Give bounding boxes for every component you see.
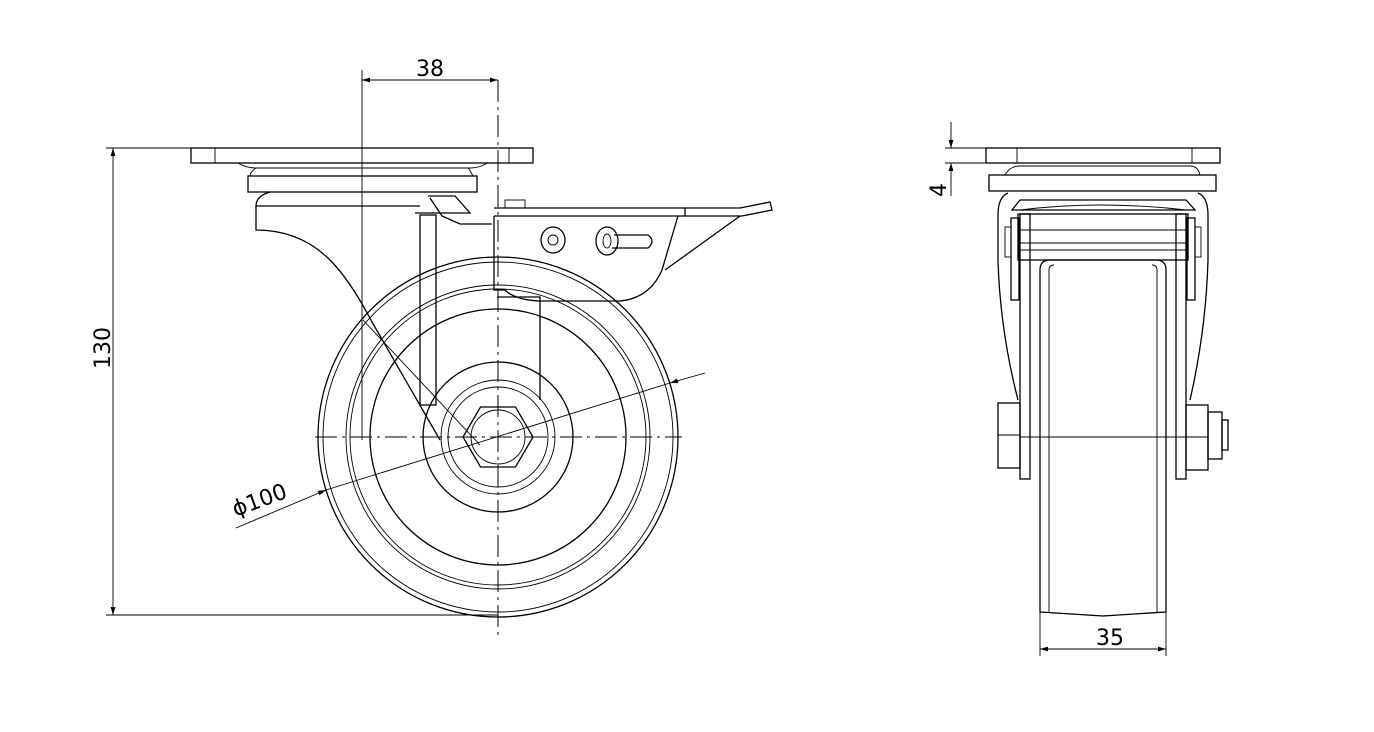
- axle-front: [997, 402, 1229, 471]
- dimension-130: 130: [91, 147, 498, 616]
- top-plate-front: [985, 147, 1221, 192]
- dim-diameter-label: ϕ100: [229, 479, 291, 522]
- dim-plate-thickness-label: 4: [927, 183, 952, 197]
- centerlines-side: [315, 70, 682, 635]
- front-view: [985, 147, 1229, 617]
- dimension-35: 35: [1039, 612, 1167, 656]
- wheel-front: [1039, 259, 1167, 617]
- dimension-4: 4: [927, 122, 986, 197]
- dim-wheel-width-label: 35: [1096, 626, 1124, 651]
- brake-side: [493, 199, 773, 302]
- side-view: [190, 70, 773, 635]
- dim-swivel-offset-label: 38: [416, 57, 444, 82]
- dimension-38: 38: [362, 57, 498, 83]
- fork-front: [997, 192, 1209, 480]
- dim-height-label: 130: [91, 327, 116, 369]
- fork-side: [255, 191, 541, 446]
